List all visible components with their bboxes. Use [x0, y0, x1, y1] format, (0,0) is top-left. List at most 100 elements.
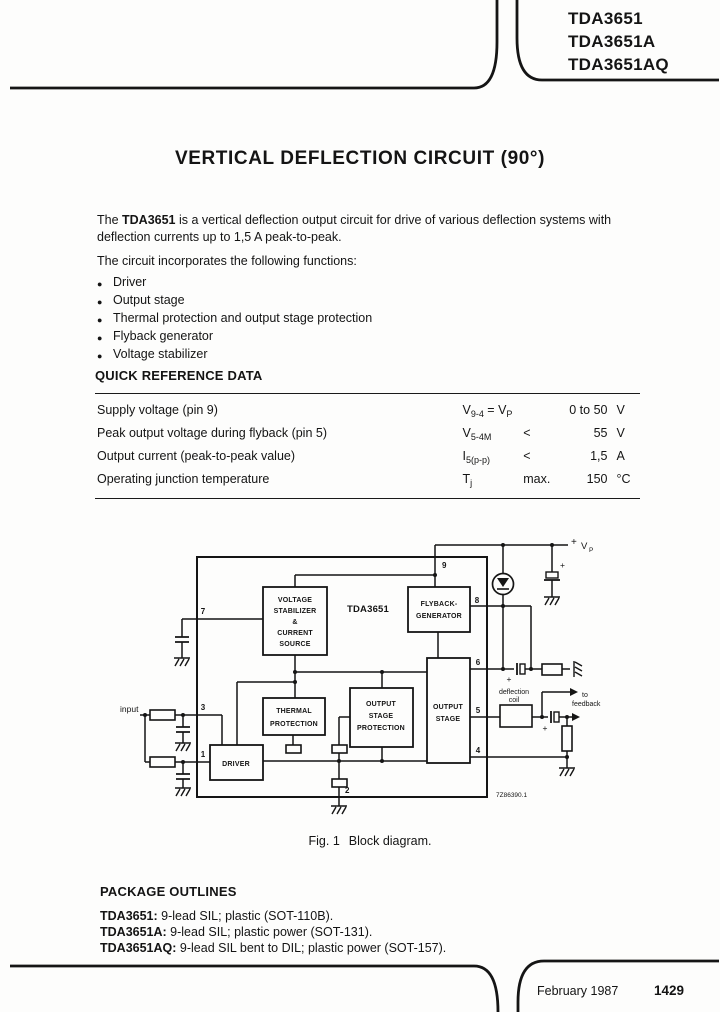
- package-item: TDA3651A: 9-lead SIL; plastic power (SOT…: [100, 924, 446, 940]
- row-condition: <: [523, 449, 531, 463]
- pin-label-6: 6: [476, 658, 481, 667]
- voltage-stabilizer-label: &: [292, 619, 297, 626]
- row-label: Output current (peak-to-peak value): [97, 449, 296, 463]
- table-row: Supply voltage (pin 9) V 9-4 = VP 0 to 50…: [97, 399, 640, 422]
- ground-icon: [330, 805, 348, 815]
- header-part-numbers: TDA3651 TDA3651A TDA3651AQ: [568, 7, 669, 76]
- package-outlines-section: PACKAGE OUTLINES TDA3651: 9-lead SIL; pl…: [100, 884, 446, 956]
- pin-label-7: 7: [201, 607, 206, 616]
- symbol-sub: 9-4: [470, 409, 484, 419]
- plus-sign: +: [571, 537, 577, 548]
- footer-date: February 1987: [537, 984, 619, 998]
- list-item-label: Flyback generator: [113, 329, 214, 343]
- intro-text: is a vertical deflection output circuit …: [175, 213, 612, 227]
- part-number: TDA3651AQ: [568, 55, 669, 74]
- resistor-icon: [541, 663, 563, 676]
- frame-top-left-rule: [10, 0, 499, 90]
- frame-bottom-left-rule: [10, 964, 500, 1012]
- intro-functions-line: The circuit incorporates the following f…: [97, 254, 357, 268]
- footer-page-number: 1429: [654, 983, 685, 998]
- function-list: ● Driver ● Output stage ●Thermal protectio…: [97, 274, 617, 364]
- plus-sign: +: [507, 674, 512, 684]
- feedback-arrow-icon: [572, 713, 580, 721]
- voltage-stabilizer-label: VOLTAGE: [278, 597, 312, 604]
- table-row: Output current (peak-to-peak value) I5(p…: [97, 445, 640, 468]
- section-heading: PACKAGE OUTLINES: [100, 884, 237, 899]
- symbol-sub: j: [470, 478, 473, 488]
- package-list: TDA3651: 9-lead SIL; plastic (SOT-110B).…: [100, 908, 446, 956]
- pin-label-4: 4: [476, 746, 481, 755]
- page-title: VERTICAL DEFLECTION CIRCUIT (90°): [174, 148, 546, 169]
- bullet-icon: ●: [97, 315, 103, 325]
- quick-reference-section: QUICK REFERENCE DATA Supply voltage (pin…: [95, 368, 640, 499]
- plus-sign: +: [543, 723, 548, 733]
- voltage-stabilizer-label: CURRENT: [277, 630, 313, 637]
- row-value: 55: [593, 426, 608, 440]
- output-stage-protection-label: OUTPUT: [366, 701, 397, 708]
- ground-icon: [573, 660, 583, 678]
- row-condition: max.: [523, 472, 551, 486]
- thermal-protection-label: THERMAL: [276, 708, 312, 715]
- voltage-stabilizer-label: SOURCE: [279, 641, 310, 648]
- driver-block: [209, 744, 264, 781]
- package-part-number: TDA3651A:: [100, 925, 167, 939]
- row-symbol: V5-4M: [462, 422, 523, 449]
- row-symbol: I5(p-p): [462, 445, 523, 472]
- package-description: 9-lead SIL bent to DIL; plastic power (S…: [176, 941, 447, 955]
- pin-label-3: 3: [201, 703, 206, 712]
- list-item: ● Flyback generator: [97, 328, 617, 346]
- part-number: TDA3651A: [568, 32, 656, 51]
- electrolytic-capacitor-icon: [516, 663, 526, 675]
- part-number: TDA3651: [568, 9, 643, 28]
- thermal-protection-block: [262, 697, 326, 736]
- resistor-icon: [149, 709, 176, 721]
- deflection-coil-label: coil: [509, 697, 520, 704]
- deflection-coil-box: [499, 704, 533, 728]
- row-label: Operating junction temperature: [97, 472, 270, 486]
- package-part-number: TDA3651AQ:: [100, 941, 177, 955]
- list-item: ●Thermal protection and output stage pro…: [97, 310, 617, 328]
- voltage-stabilizer-block: [262, 586, 328, 656]
- intro-paragraph: The TDA3651 is a vertical deflection out…: [97, 212, 617, 246]
- contact-icon: [331, 744, 348, 754]
- thermal-protection-label: PROTECTION: [270, 721, 318, 728]
- list-item-label: Driver: [113, 275, 147, 289]
- flyback-generator-block: [407, 586, 471, 633]
- package-item: TDA3651: 9-lead SIL; plastic (SOT-110B).: [100, 908, 446, 924]
- driver-label: DRIVER: [222, 761, 250, 768]
- row-condition: <: [523, 426, 531, 440]
- bullet-icon: ●: [97, 297, 103, 307]
- row-value: 0 to 50: [569, 403, 608, 417]
- symbol-base: = V: [483, 403, 507, 417]
- contact-icon: [285, 744, 302, 754]
- output-stage-block: [426, 657, 471, 764]
- bullet-icon: ●: [97, 333, 103, 343]
- ground-icon: [558, 767, 576, 777]
- junction-dots: [143, 543, 569, 764]
- vp-label: V: [581, 541, 588, 552]
- row-unit: V: [616, 426, 625, 440]
- output-stage-label: STAGE: [436, 716, 461, 723]
- caption-fig-number: Fig. 1: [308, 834, 340, 848]
- contact-icon: [331, 778, 348, 788]
- quick-reference-table: Supply voltage (pin 9) V 9-4 = VP 0 to 50…: [95, 393, 640, 499]
- package-description: 9-lead SIL; plastic (SOT-110B).: [157, 909, 334, 923]
- row-label: Supply voltage (pin 9): [97, 403, 218, 417]
- output-stage-protection-block: [349, 687, 414, 748]
- pin-label-8: 8: [475, 596, 480, 605]
- list-item-label: Voltage stabilizer: [113, 347, 208, 361]
- feedback-arrow-icon: [570, 688, 578, 696]
- pin-label-1: 1: [201, 750, 206, 759]
- row-unit: V: [616, 403, 625, 417]
- symbol-sub: P: [506, 409, 513, 419]
- drawing-code: 7Z86390.1: [496, 792, 527, 799]
- vp-sub-label: P: [589, 547, 593, 554]
- resistor-icon: [149, 756, 176, 768]
- table-row: Operating junction temperature Tj max. 1…: [97, 468, 640, 491]
- list-item-label: Output stage: [113, 293, 185, 307]
- resistor-icon: [561, 725, 573, 752]
- ground-icon: [174, 742, 192, 752]
- row-label: Peak output voltage during flyback (pin …: [97, 426, 327, 440]
